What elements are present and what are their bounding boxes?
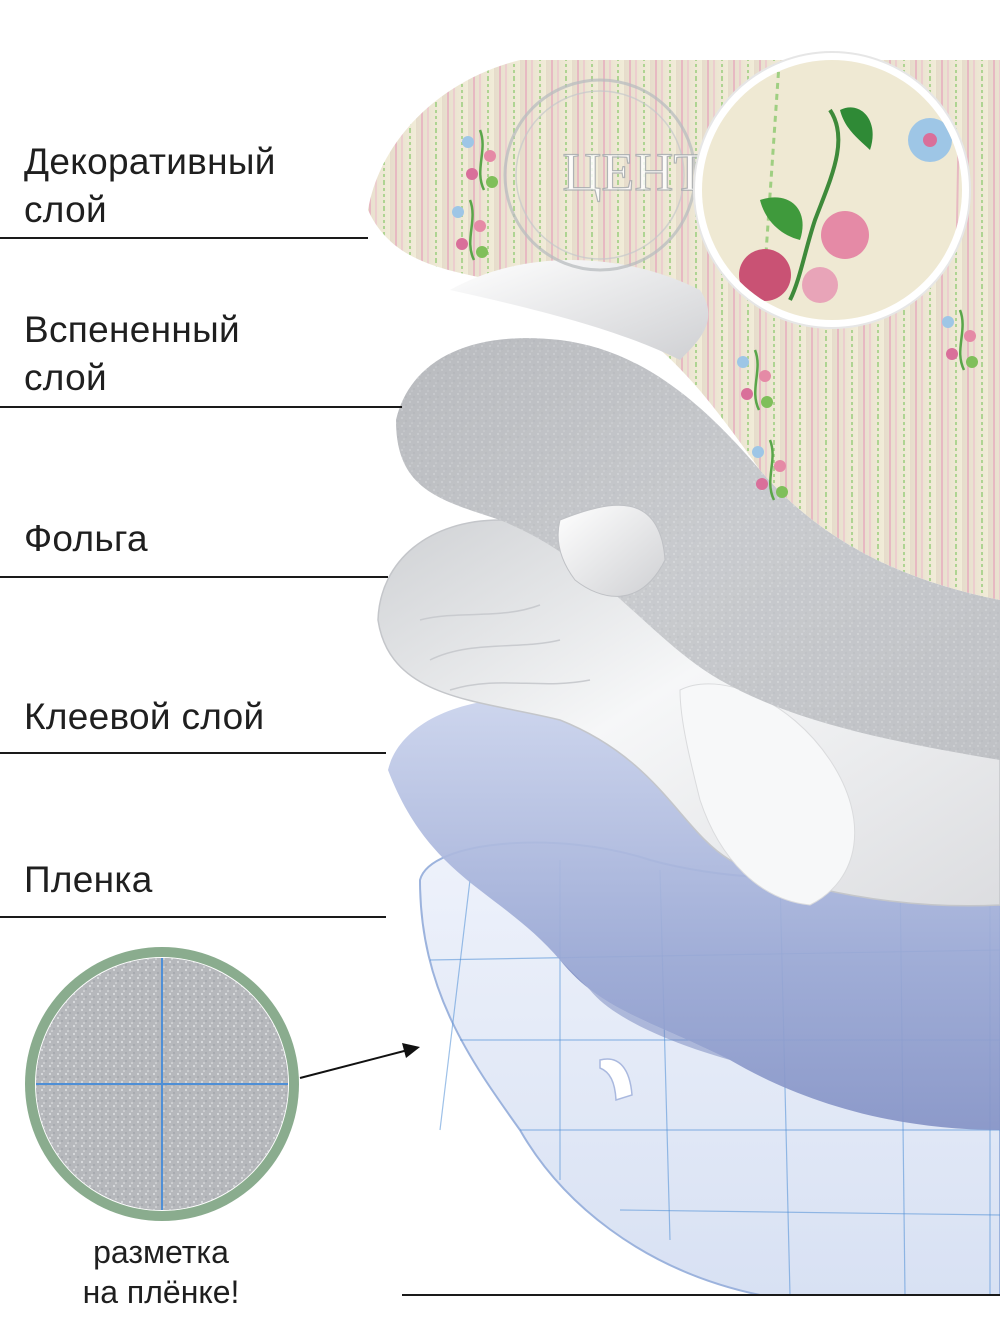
flower-blossom: [737, 356, 749, 368]
flower-blossom: [966, 356, 978, 368]
label-line: слой: [24, 189, 107, 230]
flower-blossom: [752, 446, 764, 458]
flower-stem: [468, 199, 476, 261]
leader-line-film: [0, 916, 386, 918]
flower-blossom: [452, 206, 464, 218]
callout-line: разметка: [93, 1234, 229, 1270]
label-line: слой: [24, 357, 107, 398]
label-decorative-layer: Декоративный слой: [24, 138, 276, 234]
flower-blossom: [486, 176, 498, 188]
texture-zoom: [693, 51, 971, 329]
label-line: Клеевой слой: [24, 696, 265, 737]
flower-blossom: [474, 220, 486, 232]
callout-circle: [25, 947, 299, 1221]
label-adhesive-layer: Клеевой слой: [24, 693, 264, 741]
flower-blossom: [776, 486, 788, 498]
flower-blossom: [476, 246, 488, 258]
leader-line-decorative: [0, 237, 368, 239]
flower-blossom: [946, 348, 958, 360]
label-foil-layer: Фольга: [24, 515, 148, 563]
label-line: Вспененный: [24, 309, 240, 350]
flower-blossom: [756, 478, 768, 490]
flower-blossom: [964, 330, 976, 342]
baseline-rule: [402, 1294, 1000, 1296]
leader-line-foam: [0, 406, 402, 408]
flower-pattern: [452, 129, 978, 501]
flower-blossom: [466, 168, 478, 180]
foil-layer: [377, 519, 1000, 907]
flower-blossom: [456, 238, 468, 250]
grid-line: [439, 879, 471, 1131]
callout-arrow: [299, 1043, 420, 1079]
label-line: Пленка: [24, 859, 153, 900]
callout-line: на плёнке!: [82, 1274, 240, 1310]
callout-caption: разметка на плёнке!: [30, 1232, 292, 1312]
flower-blossom: [942, 316, 954, 328]
label-film-layer: Пленка: [24, 856, 153, 904]
label-line: Декоративный: [24, 141, 276, 182]
flower-stem: [753, 349, 761, 411]
flower-stem: [958, 309, 966, 371]
label-foam-layer: Вспененный слой: [24, 306, 240, 402]
flower-blossom: [774, 460, 786, 472]
flower-blossom: [759, 370, 771, 382]
flower-stem: [478, 129, 486, 191]
flower-blossom: [761, 396, 773, 408]
foam-layer: [396, 338, 1000, 760]
leader-line-adhesive: [0, 752, 386, 754]
flower-blossom: [462, 136, 474, 148]
flower-blossom: [741, 388, 753, 400]
flower-stem: [768, 439, 776, 501]
flower-blossom: [484, 150, 496, 162]
grid-line: [619, 1209, 1000, 1216]
leader-line-foil: [0, 576, 388, 578]
label-line: Фольга: [24, 518, 148, 559]
